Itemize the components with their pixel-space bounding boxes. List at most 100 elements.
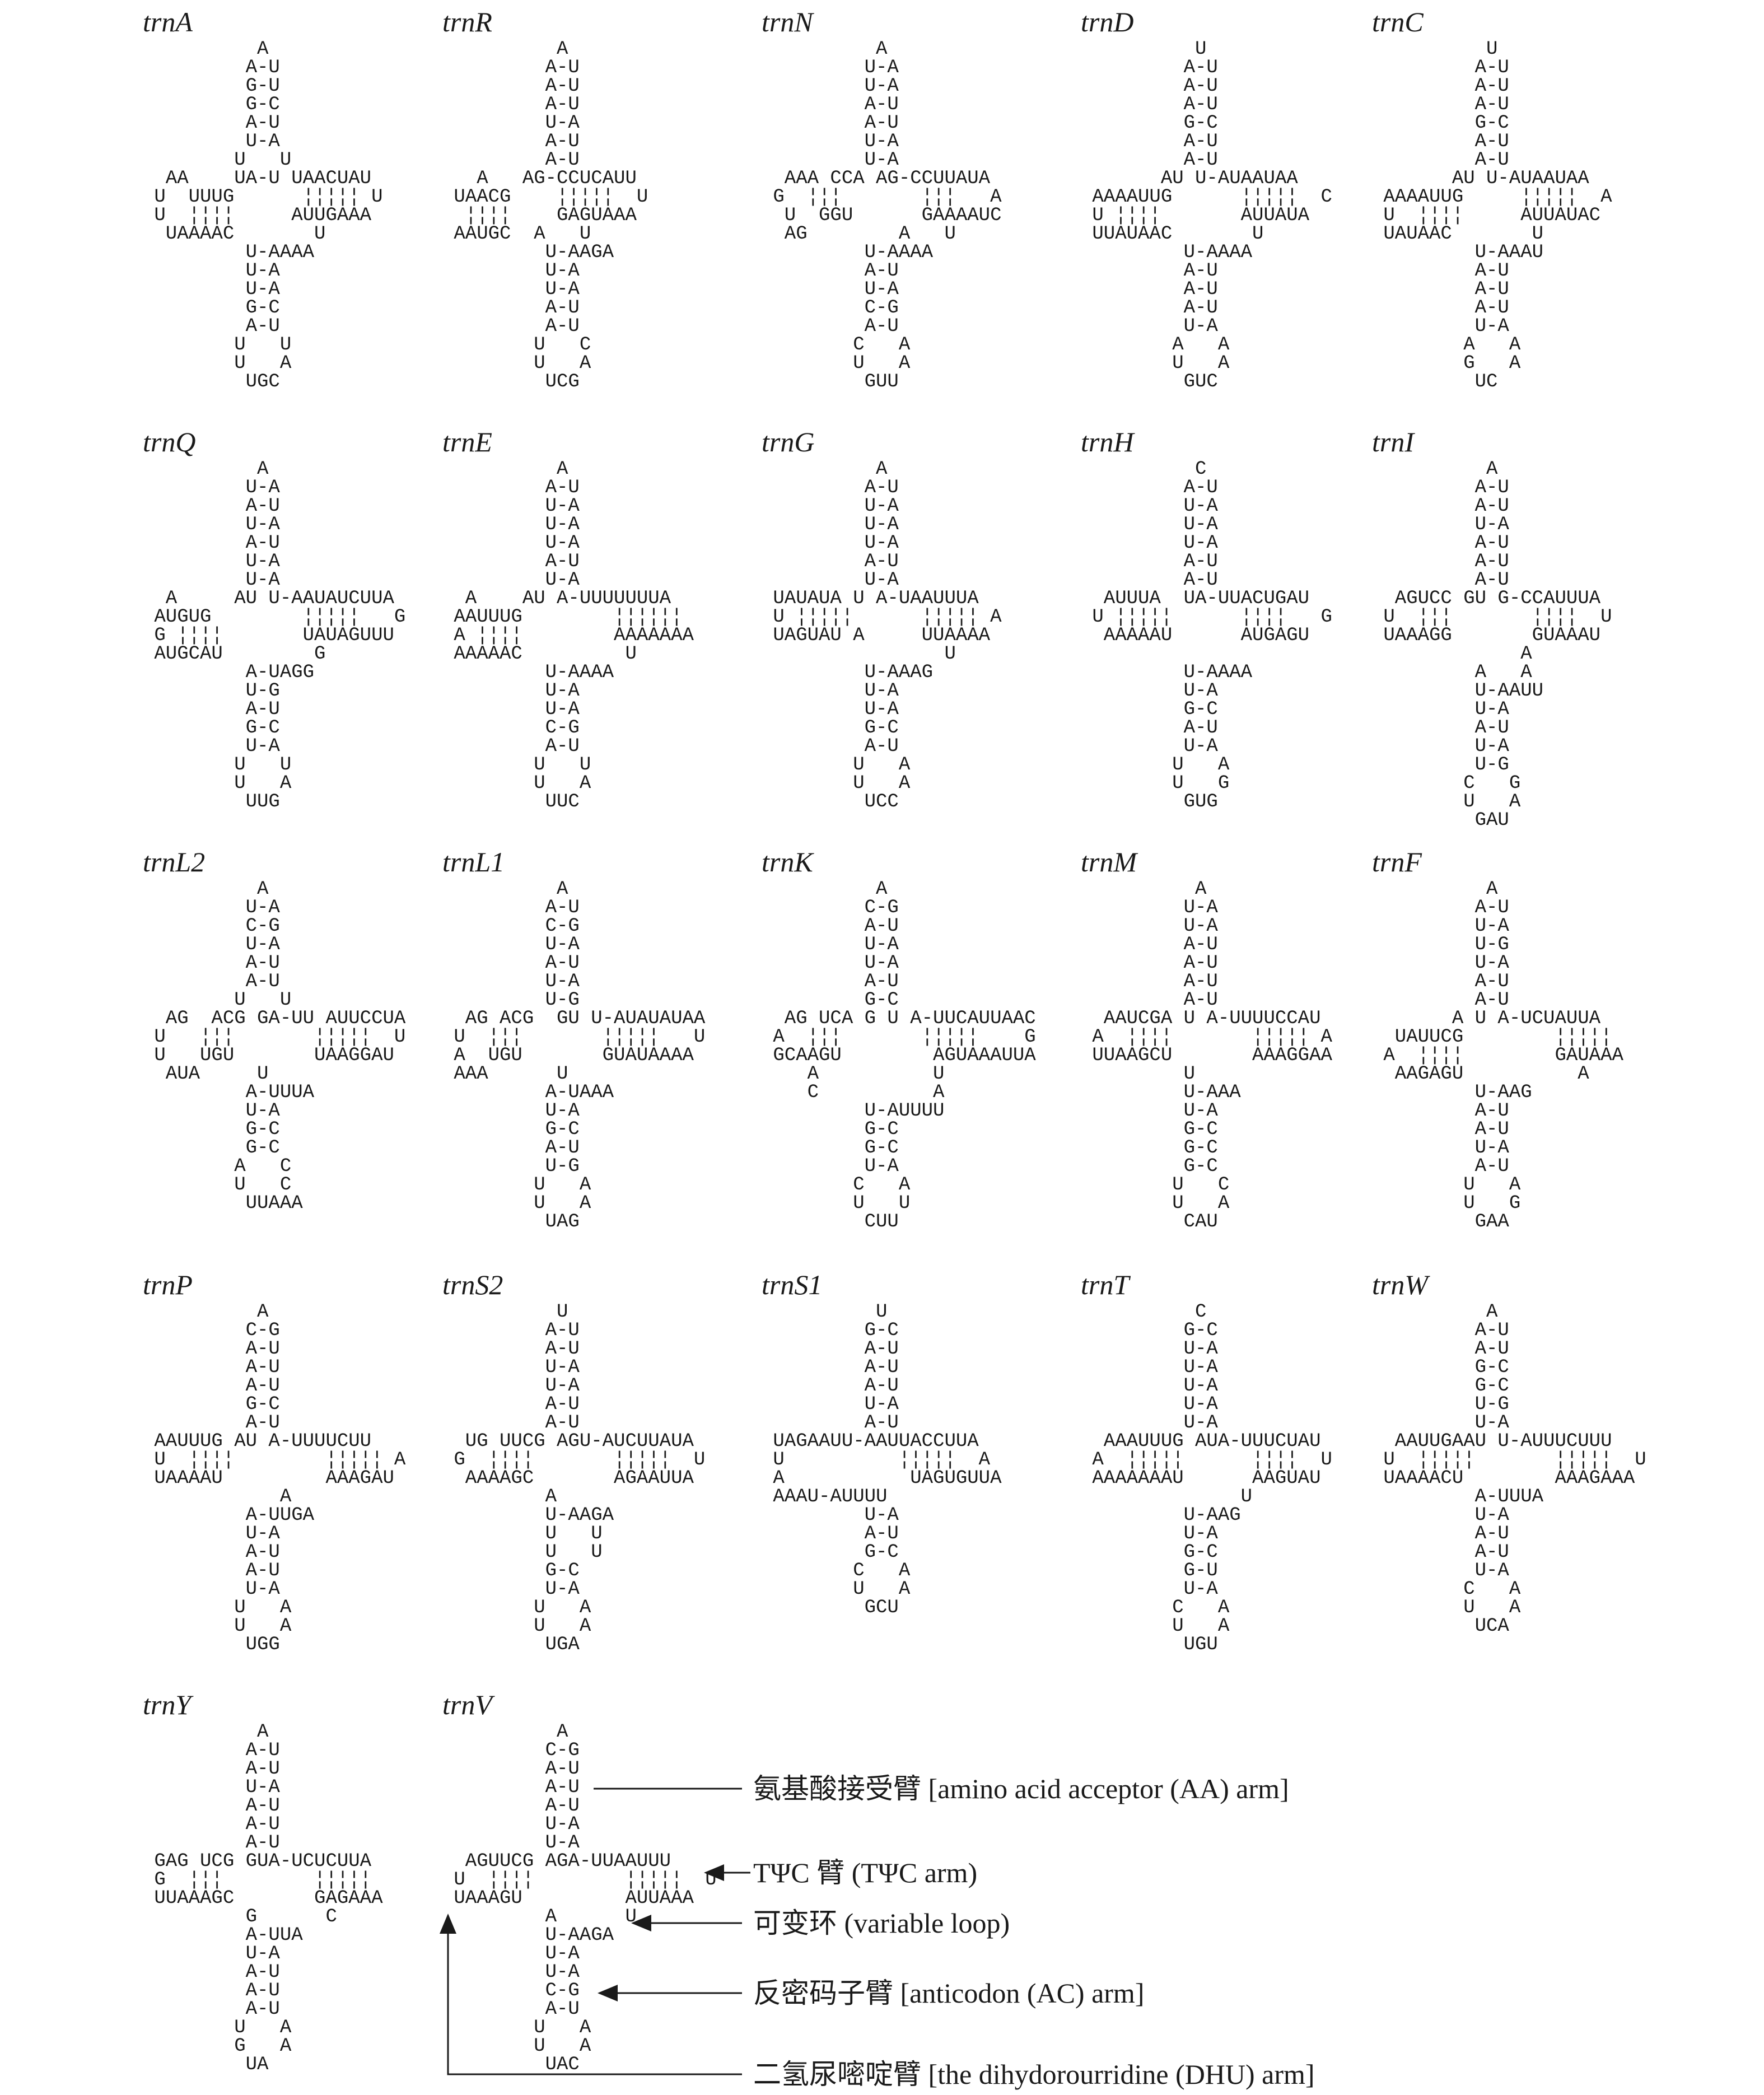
- structure-line: U A: [442, 1597, 591, 1618]
- structure-line: A: [1081, 879, 1207, 900]
- structure-line: U ¦¦¦¦ AUUGAAA: [143, 205, 372, 226]
- structure-line: U-AAGA: [442, 242, 614, 263]
- structure-line: A-U: [442, 131, 580, 152]
- structure-line: UAAAAU AAAGAU: [143, 1468, 394, 1489]
- structure-line: A-U: [1081, 717, 1218, 739]
- structure-line: U-A: [762, 150, 899, 171]
- structure-line: UGG: [143, 1634, 280, 1655]
- structure-line: C G: [1372, 773, 1521, 794]
- structure-line: G ¦¦¦ ¦¦¦¦¦: [143, 1869, 372, 1891]
- secondary-structure: A U-A U-A A-U A-U U-A U-A AAA CCA AG-CCU…: [762, 40, 1047, 391]
- structure-line: U UUUG ¦¦¦¦¦ U: [143, 186, 383, 208]
- structure-line: U-A: [762, 76, 899, 97]
- structure-line: G-C: [1081, 1119, 1218, 1140]
- structure-line: AAAAAAAU AAGUAU: [1081, 1468, 1321, 1489]
- structure-line: A: [442, 39, 568, 60]
- structure-line: G C: [143, 1906, 337, 1928]
- structure-line: A-U: [143, 1795, 280, 1817]
- trna-name: trnQ: [143, 426, 196, 458]
- structure-line: A-U: [442, 953, 580, 974]
- structure-line: A: [1372, 643, 1532, 665]
- structure-line: CUU: [762, 1211, 899, 1233]
- structure-line: A-U: [442, 316, 580, 337]
- structure-line: U-A: [442, 971, 580, 992]
- trna-name: trnL1: [442, 846, 505, 878]
- structure-line: G-C: [143, 1119, 280, 1140]
- structure-line: U ¦¦¦¦ ¦¦¦¦¦ A: [143, 1449, 406, 1471]
- structure-line: U A: [143, 1597, 292, 1618]
- structure-line: A-U: [143, 1962, 280, 1983]
- structure-line: U-A: [442, 1814, 580, 1835]
- structure-line: C A: [1372, 1579, 1521, 1600]
- secondary-structure: A A-U A-U G-C G-C U-G U-A AAUUGAAU U-AUU…: [1372, 1303, 1658, 1636]
- structure-line: A-U: [1372, 57, 1509, 78]
- structure-line: G-C: [1081, 1320, 1218, 1341]
- structure-line: UAUAAC U: [1372, 223, 1544, 245]
- structure-line: U-A: [1081, 316, 1218, 337]
- structure-line: UUAAAGC GAGAAA: [143, 1888, 383, 1909]
- structure-line: U-A: [143, 1523, 280, 1545]
- structure-line: G-C: [143, 1394, 280, 1415]
- structure-line: A-U: [1372, 76, 1509, 97]
- structure-line: A UAGUGUUA: [762, 1468, 1002, 1489]
- structure-line: AG A U: [762, 223, 956, 245]
- trna-panel-trnn: trnN A U-A U-A A-U A-U U-A U-A AAA CCA A…: [762, 6, 1047, 412]
- structure-line: U-A: [1372, 953, 1509, 974]
- structure-line: A A: [1372, 662, 1532, 683]
- structure-line: A-U: [1372, 1119, 1509, 1140]
- trna-name: trnS1: [762, 1269, 823, 1300]
- structure-line: U-AAAA: [442, 662, 614, 683]
- structure-line: A-U: [442, 57, 580, 78]
- structure-line: U-A: [1372, 1505, 1509, 1526]
- secondary-structure: A C-G A-U A-U A-U G-C A-U AAUUUG AU A-UU…: [143, 1303, 428, 1654]
- structure-line: U-A: [442, 1357, 580, 1378]
- structure-line: U-A: [442, 1100, 580, 1122]
- structure-line: UUC: [442, 791, 580, 813]
- structure-line: U-A: [442, 496, 580, 517]
- structure-line: GUU: [762, 371, 899, 393]
- structure-line: U: [762, 643, 956, 665]
- structure-line: A-U: [143, 1560, 280, 1581]
- structure-line: U: [1081, 1486, 1253, 1508]
- structure-line: A-U: [1372, 1542, 1509, 1563]
- structure-line: U-AUUUU: [762, 1100, 945, 1122]
- structure-line: U A: [442, 1193, 591, 1214]
- structure-line: U-G: [1372, 1394, 1509, 1415]
- structure-line: U-A: [442, 514, 580, 535]
- trna-panel-trng: trnG A A-U U-A U-A U-A A-U U-A UAUAUA U …: [762, 426, 1047, 832]
- structure-line: U U: [143, 754, 292, 776]
- structure-line: G-C: [762, 1119, 899, 1140]
- structure-line: C-G: [762, 897, 899, 918]
- structure-line: A-UUA: [143, 1925, 303, 1946]
- structure-line: GUC: [1081, 371, 1218, 393]
- structure-line: AG ACG GA-UU AUUCCUA: [143, 1008, 406, 1029]
- structure-line: A: [762, 459, 888, 480]
- structure-line: UUAAA: [143, 1193, 303, 1214]
- structure-line: U-A: [1081, 1394, 1218, 1415]
- structure-line: UAGAAUU-AAUUACCUUA: [762, 1431, 979, 1452]
- trna-panel-trns1: trnS1 U G-C A-U A-U A-U U-A A-U UAGAAUU-…: [762, 1268, 1047, 1674]
- structure-line: U U: [143, 150, 292, 171]
- structure-line: U A: [762, 754, 911, 776]
- trna-panel-trnm: trnM A U-A U-A A-U A-U A-U A-U AAUCGA U …: [1081, 846, 1366, 1252]
- structure-line: U: [762, 1301, 888, 1323]
- structure-line: U-A: [1372, 699, 1509, 720]
- structure-line: U A: [1081, 1193, 1230, 1214]
- structure-line: AA UA-U UAACUAU: [143, 168, 372, 189]
- structure-line: AAAAGC AGAAUUA: [442, 1468, 694, 1489]
- structure-line: A-U: [143, 113, 280, 134]
- structure-line: U-AAAG: [762, 662, 934, 683]
- annotation-variable-loop: 可变环 (variable loop): [753, 1907, 1010, 1939]
- structure-line: UGC: [143, 371, 280, 393]
- secondary-structure: C A-U U-A U-A U-A A-U A-U AUUUA UA-UUACU…: [1081, 460, 1366, 811]
- structure-line: UUAAGCU AAAGGAA: [1081, 1045, 1332, 1066]
- structure-line: U-A: [762, 570, 899, 591]
- structure-line: A: [143, 1486, 292, 1508]
- structure-line: U-A: [1372, 1412, 1509, 1434]
- trna-name: trnC: [1372, 6, 1424, 38]
- secondary-structure: U A-U A-U A-U G-C A-U A-U AU U-AUAAUAA A…: [1081, 40, 1366, 391]
- structure-line: U-A: [442, 1579, 580, 1600]
- structure-line: U-G: [1372, 934, 1509, 955]
- trna-panel-trnl2: trnL2 A U-A C-G U-A A-U A-U U U AG ACG G…: [143, 846, 428, 1252]
- structure-line: U U: [762, 1193, 911, 1214]
